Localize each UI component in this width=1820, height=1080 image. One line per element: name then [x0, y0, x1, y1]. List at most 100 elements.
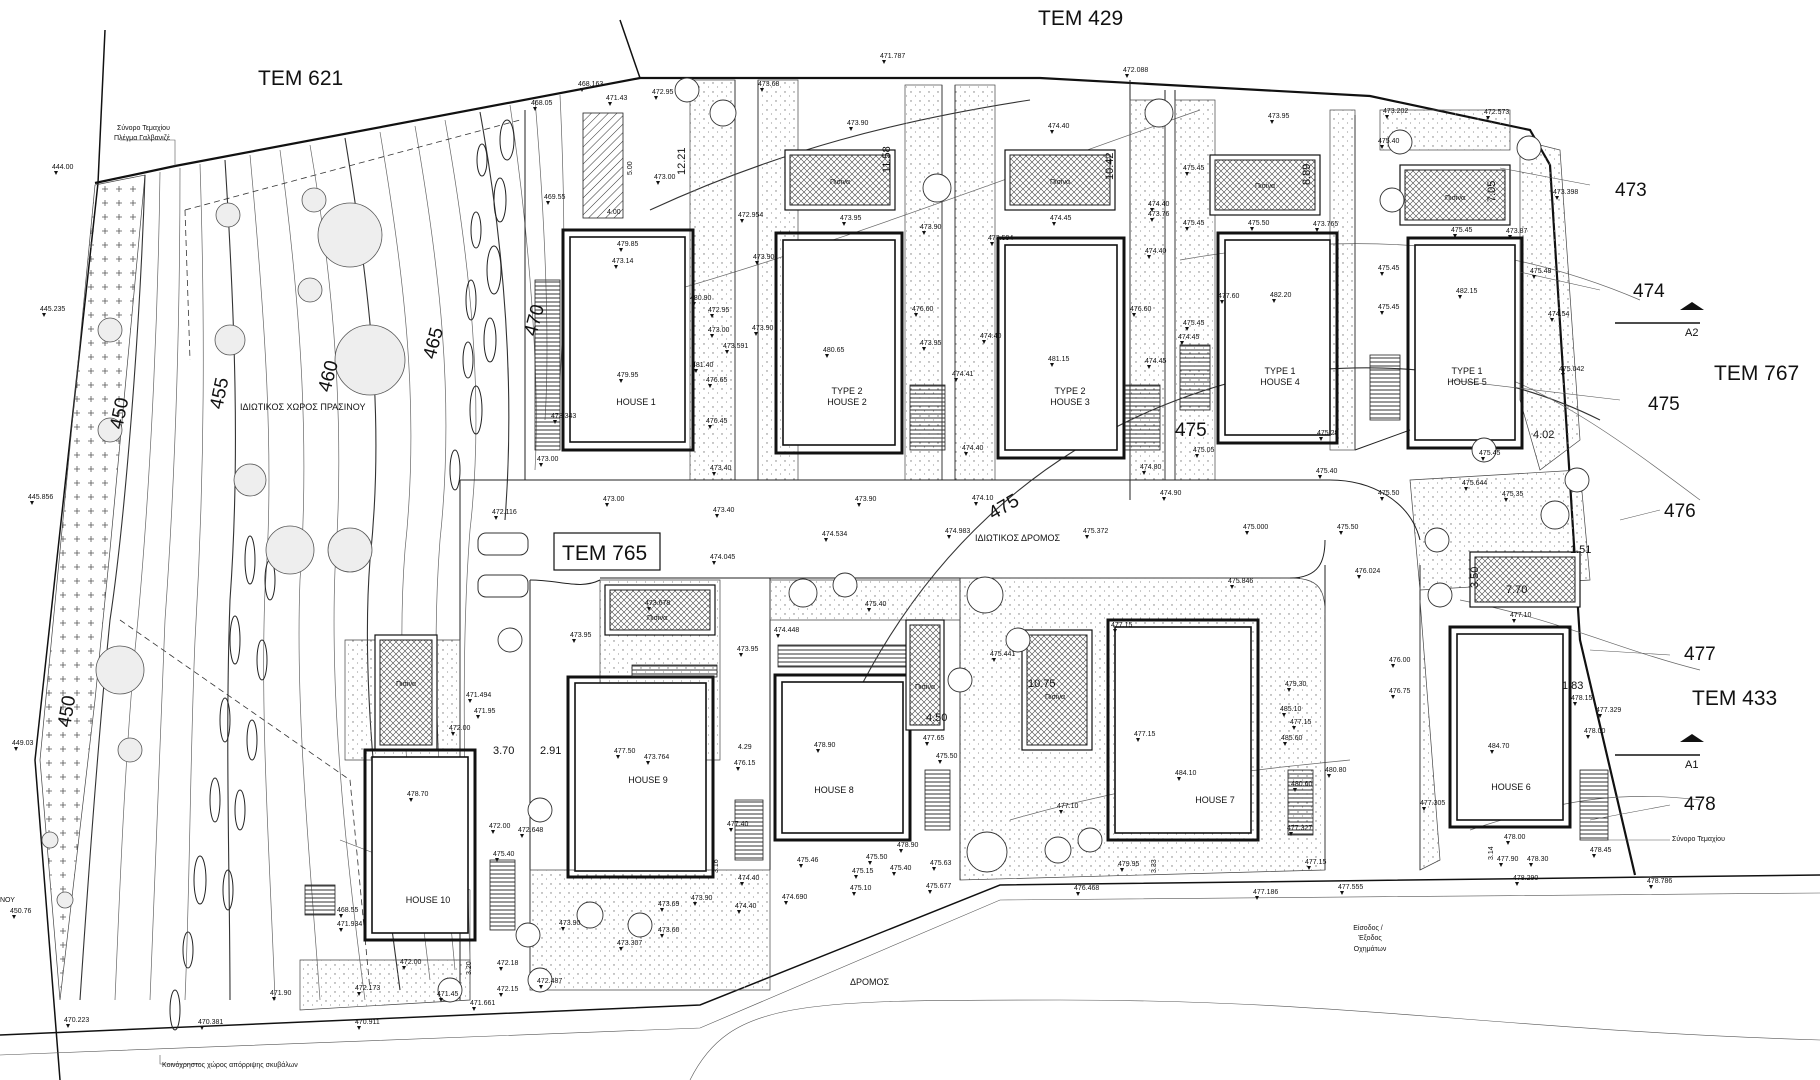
house-1-outline [569, 236, 686, 443]
elev: 468.163 [578, 81, 603, 88]
elev: 473.95 [840, 215, 862, 222]
spot-level-marker [608, 102, 612, 106]
elev: 473.95 [1268, 113, 1290, 120]
houses-bottom [304, 551, 1609, 942]
elev: 474.534 [822, 531, 847, 538]
pool-label-house-2: Πισίνα [830, 178, 850, 186]
parcel-labels: ΤΕΜ 429 ΤΕΜ 621 ΤΕΜ 765 ΤΕΜ 767 ΤΕΜ 433 [258, 7, 1799, 710]
elev: 477.90 [1497, 856, 1519, 863]
elev: 477.15 [1134, 731, 1156, 738]
spot-level-marker [1125, 74, 1129, 78]
spot-level-marker [656, 181, 660, 185]
elev: 473.594 [988, 235, 1013, 242]
house-5-label: HOUSE 5 [1447, 377, 1487, 387]
spot-level-marker [1315, 228, 1319, 232]
elev: 473.398 [1553, 189, 1578, 196]
contour-label-455: 455 [206, 376, 233, 411]
spot-level-marker [1270, 120, 1274, 124]
spot-level-marker [402, 966, 406, 970]
elev: 477.305 [1420, 800, 1445, 807]
spot-level-marker [710, 334, 714, 338]
spot-level-marker [947, 535, 951, 539]
pool-label-house-7: Πισίνα [1045, 693, 1065, 701]
contour-label-460: 460 [315, 358, 343, 394]
section-markers [1449, 167, 1704, 821]
spot-level-marker [616, 755, 620, 759]
elev: 474.45 [1050, 215, 1072, 222]
elev: 473.68 [758, 81, 780, 88]
spot-level-marker [922, 347, 926, 351]
site-boundaries [0, 19, 1820, 1080]
spot-level-marker [715, 514, 719, 518]
spot-level-marker [14, 747, 18, 751]
pool-label-house-3: Πισίνα [1050, 178, 1070, 186]
elev: 477.15 [1305, 859, 1327, 866]
spot-level-marker [754, 332, 758, 336]
parcel-tem-765-box [553, 532, 661, 571]
elev: 475.46 [797, 857, 819, 864]
elev: 445.856 [28, 494, 53, 501]
elev: 471.90 [270, 990, 292, 997]
elev: 475.45 [1479, 450, 1501, 457]
spot-level-marker [619, 248, 623, 252]
spot-level-marker [1550, 318, 1554, 322]
spot-level-marker [409, 798, 413, 802]
spot-level-marker [491, 830, 495, 834]
elev: 472.95 [708, 307, 730, 314]
elev: 470.911 [355, 1019, 380, 1026]
elev: 473.00 [708, 327, 730, 334]
spot-level-marker [1195, 454, 1199, 458]
elev: 475.042 [1559, 366, 1584, 373]
spot-level-marker [272, 997, 276, 1001]
elev: 476.75 [1389, 688, 1411, 695]
spot-level-marker [472, 1007, 476, 1011]
spot-level-marker [533, 107, 537, 111]
elev: 474.40 [1148, 201, 1170, 208]
spot-level-marker [990, 242, 994, 246]
house-7-label: HOUSE 7 [1195, 795, 1235, 805]
spot-level-marker [476, 715, 480, 719]
elev: 469.55 [544, 194, 566, 201]
pool-labels: Πισίνα Πισίνα Πισίνα Πισίνα Πισίνα Πισίν… [396, 178, 1465, 701]
elev: 478.45 [1590, 847, 1612, 854]
elev: 475.35 [1502, 491, 1524, 498]
elev: 474.40 [980, 333, 1002, 340]
elev: 474.40 [962, 445, 984, 452]
elev: 475.45 [1183, 220, 1205, 227]
spot-level-marker [736, 767, 740, 771]
spot-level-marker [1586, 735, 1590, 739]
dim-11-58: 11.58 [881, 146, 893, 173]
elev: 445.235 [40, 306, 65, 313]
elev: 476.15 [734, 760, 756, 767]
dim-3-16: 3.16 [713, 859, 720, 873]
spot-level-marker [546, 201, 550, 205]
spot-level-marker [1185, 327, 1189, 331]
elev: 473.14 [612, 258, 634, 265]
spot-level-marker [854, 875, 858, 879]
elev: 474.40 [1145, 248, 1167, 255]
spot-level-marker [1464, 487, 1468, 491]
elev: 474.40 [738, 875, 760, 882]
elev: 477.555 [1338, 884, 1363, 891]
spot-level-marker [54, 171, 58, 175]
spot-level-marker [954, 378, 958, 382]
spot-level-marker [1391, 695, 1395, 699]
spot-level-marker [784, 901, 788, 905]
dim-3-20: 3.20 [466, 961, 473, 975]
elev: 472.487 [537, 978, 562, 985]
elev: 474.90 [1160, 490, 1182, 497]
spot-level-marker [339, 928, 343, 932]
spot-level-marker [539, 463, 543, 467]
spot-level-marker [1573, 702, 1577, 706]
dim-3-70: 3.70 [493, 745, 514, 757]
elev: 477.15 [1111, 622, 1133, 629]
elev: 474.45 [1145, 358, 1167, 365]
elev: 468.55 [337, 907, 359, 914]
spot-level-marker [1555, 196, 1559, 200]
dim-4-50: 4.50 [926, 712, 947, 724]
elev: 472.95 [652, 89, 674, 96]
elev: 475.441 [990, 651, 1015, 658]
elev: 475.50 [866, 854, 888, 861]
spot-level-marker [1255, 896, 1259, 900]
